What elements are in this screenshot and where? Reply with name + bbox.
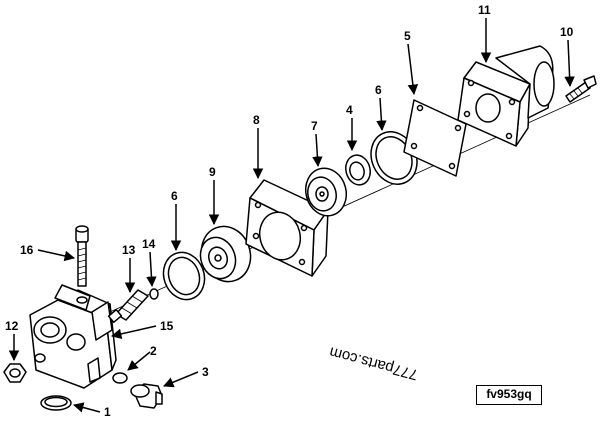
leader-7 [312, 133, 323, 168]
callout-8: 8 [253, 113, 260, 127]
part-14-seal-ring [149, 288, 159, 300]
part-16-cap-screw [75, 225, 89, 287]
callout-14: 14 [142, 237, 156, 251]
callout-4: 4 [346, 103, 353, 117]
callout-12: 12 [5, 319, 19, 333]
part-6-o-ring-left [162, 251, 206, 301]
part-13-valve [107, 289, 149, 324]
callout-7: 7 [311, 119, 318, 133]
part-9-rotor [199, 225, 252, 283]
part-5-gasket [403, 99, 467, 177]
callout-15: 15 [160, 319, 174, 333]
part-filter-head-housing [29, 284, 117, 389]
callout-6-left: 6 [171, 189, 178, 203]
part-12-hex-nut [3, 363, 27, 383]
leader-14 [146, 251, 157, 288]
callout-9: 9 [209, 165, 216, 179]
callout-5: 5 [404, 29, 411, 43]
leader-3 [163, 371, 199, 388]
leader-16 [37, 249, 76, 262]
part-3-plug [130, 383, 163, 409]
callout-6-right: 6 [375, 83, 382, 97]
callout-2: 2 [150, 344, 157, 358]
callout-13: 13 [122, 243, 136, 257]
leader-1 [72, 402, 101, 413]
part-1-o-ring [40, 395, 72, 411]
callout-16: 16 [20, 243, 34, 257]
part-8-spacer-plate [245, 179, 329, 277]
leader-10 [564, 39, 575, 88]
callout-1: 1 [104, 405, 111, 419]
callout-11: 11 [478, 3, 491, 17]
part-11-cover [457, 45, 555, 147]
part-4-washer [345, 154, 371, 186]
leader-6b [376, 97, 387, 132]
part-10-screw [565, 75, 597, 103]
leader-2 [127, 351, 151, 371]
figure-code-label: fv953gq [476, 385, 542, 405]
callout-10: 10 [560, 25, 574, 39]
leader-15 [110, 325, 157, 340]
part-2-o-ring [112, 372, 128, 384]
part-7-plate [304, 167, 348, 217]
callout-3: 3 [202, 365, 209, 379]
leader-5 [407, 43, 419, 96]
